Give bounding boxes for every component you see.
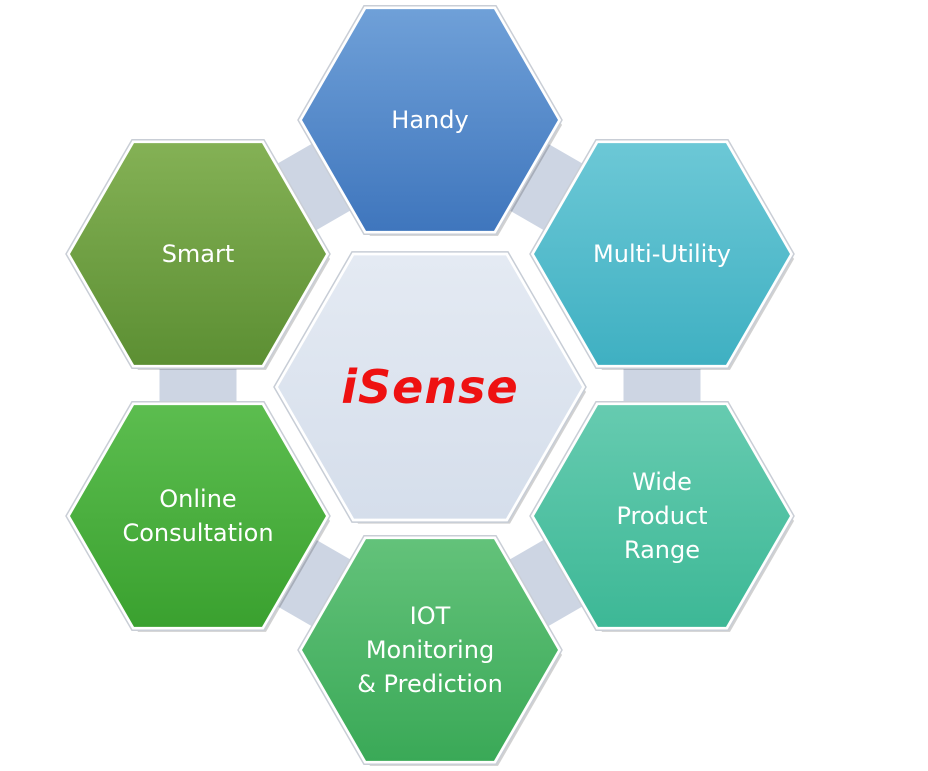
hexagon-label-line: IOT <box>410 602 451 630</box>
hexagon-smart: Smart <box>65 138 331 370</box>
center-hexagon-shape <box>278 255 582 519</box>
hexagon-shape <box>302 9 558 231</box>
hexagon-label-line: Consultation <box>122 519 273 547</box>
hexagon-label-line: Wide <box>632 468 692 496</box>
hexagon-label-line: Smart <box>162 240 235 268</box>
hexagon-shape <box>70 405 326 627</box>
hexagon-label-smart: Smart <box>162 240 235 268</box>
hexagon-shape <box>70 143 326 365</box>
hexagon-label-handy: Handy <box>391 106 468 134</box>
hexagon-label-line: & Prediction <box>357 670 503 698</box>
hexagon-shape <box>302 539 558 761</box>
hexagon-handy: Handy <box>297 4 563 236</box>
hexagon-label-line: Multi-Utility <box>593 240 731 268</box>
hexagon-shape <box>534 405 790 627</box>
hexagon-multi-utility: Multi-Utility <box>529 138 795 370</box>
hexagon-label-line: Handy <box>391 106 468 134</box>
center-title: iSense <box>341 360 518 414</box>
hexagon-label-line: Online <box>159 485 236 513</box>
hexagon-iot-monitoring-prediction: IOT Monitoring & Prediction <box>297 534 563 766</box>
hexagon-label-line: Range <box>624 536 700 564</box>
hexagon-shape <box>534 143 790 365</box>
center-hexagon: iSense <box>273 251 587 524</box>
hexagon-label-line: Product <box>616 502 707 530</box>
hexagon-label-line: Monitoring <box>366 636 494 664</box>
hexagon-label-iot-monitoring-prediction: IOT Monitoring & Prediction <box>357 602 503 698</box>
hexagon-label-multi-utility: Multi-Utility <box>593 240 731 268</box>
